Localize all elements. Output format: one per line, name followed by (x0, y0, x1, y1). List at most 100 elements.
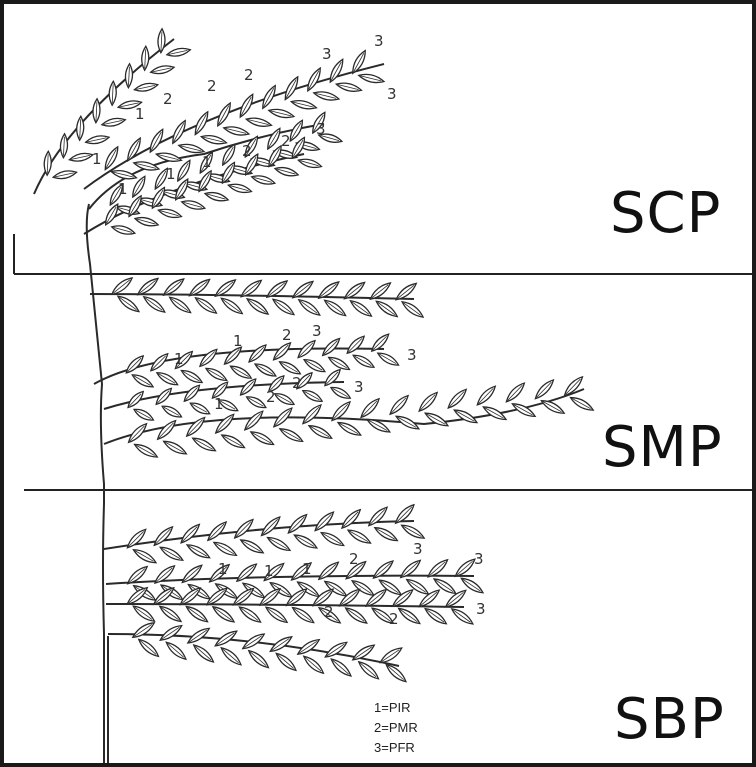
marker-3: 3 (407, 346, 417, 364)
marker-2: 2 (349, 550, 359, 568)
leaf (365, 416, 391, 435)
leaf (193, 295, 218, 316)
leaf (319, 530, 345, 549)
leaf (161, 403, 184, 420)
leaf (351, 352, 375, 370)
leaf (204, 365, 228, 383)
marker-3: 3 (374, 32, 384, 50)
zone-label-sbp: SBP (614, 692, 725, 748)
leaf (150, 64, 175, 76)
leaf (158, 623, 183, 643)
leaf (313, 89, 340, 102)
leaf (168, 294, 193, 315)
marker-2: 2 (244, 66, 254, 84)
leaf (227, 182, 252, 195)
marker-3: 3 (316, 120, 326, 138)
leaf (336, 419, 362, 438)
leaf (290, 605, 315, 626)
leaf (348, 298, 373, 319)
leaf (212, 539, 238, 558)
leaf (182, 383, 202, 404)
leaf (374, 298, 399, 319)
leaf (266, 534, 292, 553)
leaf (232, 517, 255, 540)
leaf (155, 151, 182, 164)
leaf (322, 367, 342, 388)
marker-2: 2 (282, 326, 292, 344)
leaf (142, 294, 167, 315)
leaf (157, 29, 165, 53)
node-markers: 3 3 3 2 2 2 1 1 3 2 2 1 1 1 3 2 1 1 3 3 … (92, 32, 486, 628)
leaf (259, 515, 282, 538)
leaf (220, 432, 246, 451)
leaf (158, 544, 184, 563)
leaf (200, 133, 227, 146)
leaf (339, 507, 362, 530)
leaf (69, 151, 94, 163)
marker-2: 2 (266, 388, 276, 406)
leaf (235, 561, 259, 583)
leaf (85, 134, 110, 146)
marker-3: 3 (354, 378, 364, 396)
leaf (533, 378, 556, 402)
leaf (302, 357, 326, 375)
legend-item-pir: 1=PIR (374, 698, 418, 718)
marker-3: 3 (312, 322, 322, 340)
leaf (131, 372, 155, 390)
marker-1: 1 (92, 150, 102, 168)
leaf (101, 116, 126, 128)
leaf (345, 334, 367, 356)
leaf (423, 410, 449, 429)
leaf (344, 605, 369, 626)
leaf (219, 295, 244, 316)
legend-item-pmr: 2=PMR (374, 718, 418, 738)
leaf (320, 336, 342, 358)
marker-3: 3 (387, 85, 397, 103)
leaf (242, 409, 265, 433)
leaf (400, 299, 425, 320)
zone-label-scp: SCP (610, 186, 721, 242)
marker-3: 3 (474, 550, 484, 568)
marker-1: 1 (233, 332, 243, 350)
marker-1: 1 (302, 560, 312, 578)
leaf (131, 603, 156, 624)
leaf (260, 84, 279, 110)
leaf (175, 159, 193, 183)
leaf (204, 190, 229, 203)
leaf (475, 384, 498, 408)
plant-drawing: 3 3 3 2 2 2 1 1 3 2 2 1 1 1 3 2 1 1 3 3 … (4, 4, 752, 763)
leaf (133, 441, 159, 460)
marker-2: 2 (292, 374, 302, 392)
leaf (378, 645, 403, 665)
leaf (323, 297, 348, 318)
leaf (126, 421, 149, 445)
leaf (184, 604, 209, 625)
leaf (125, 64, 133, 88)
leaf (358, 72, 385, 85)
leaf (297, 157, 322, 170)
leaf (178, 142, 205, 155)
leaf (274, 165, 299, 178)
leaf (301, 654, 325, 676)
marker-2: 2 (207, 77, 217, 95)
leaf (125, 136, 144, 162)
leaf (192, 110, 211, 136)
leaf (329, 384, 352, 401)
leaf (290, 98, 317, 111)
leaf (245, 394, 268, 411)
leaf (305, 66, 324, 92)
leaf (132, 547, 158, 566)
leaf (162, 438, 188, 457)
marker-2: 2 (242, 142, 252, 160)
leaf (397, 606, 422, 627)
leaf (253, 361, 277, 379)
leaf (76, 116, 84, 140)
zone-label-smp: SMP (602, 420, 723, 476)
leaf (164, 640, 188, 662)
leaf (359, 396, 382, 420)
marker-1: 1 (174, 350, 184, 368)
leaf (185, 542, 211, 561)
legend: 1=PIR 2=PMR 3=PFR (374, 698, 418, 758)
marker-1: 1 (135, 105, 145, 123)
leaf (446, 387, 469, 411)
